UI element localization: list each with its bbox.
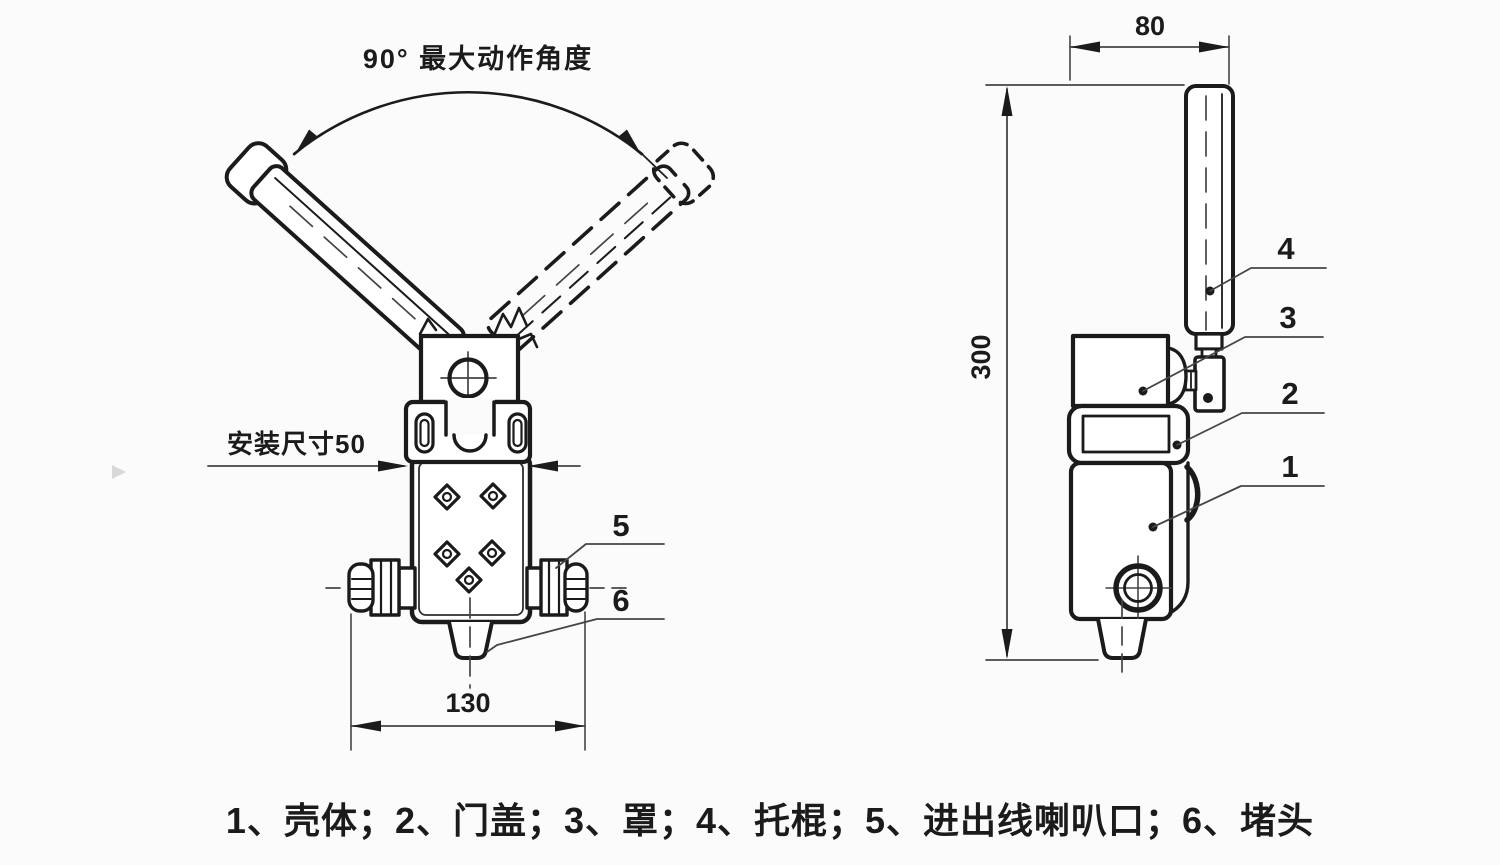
switch-head [418,333,521,405]
scan-artifact [112,465,126,479]
screw [433,540,461,568]
mounting-slot-right-inner [512,418,523,448]
screw [478,539,506,567]
dim-arrow-icon [1001,86,1013,116]
callout-2-door-cover: 2 [1172,376,1325,450]
support-rod [1184,84,1235,336]
switch-body-front [409,452,533,625]
depth-dim-value: 80 [1135,11,1165,41]
bracket-notch-semicircle [452,433,488,453]
gland-right-ribs [539,558,569,617]
install-dim-label: 安装尺寸50 [227,429,366,459]
shell-latch-bump [1184,464,1201,523]
dim-arrow-icon [1001,629,1013,659]
gland-left-dome [347,562,375,613]
screw [433,483,461,511]
height-dim-value: 300 [966,334,996,379]
callout-4-number: 4 [1277,231,1295,266]
dim-arrow-icon [555,720,585,732]
lever-left-edge-line [274,177,450,335]
callout-6-plug: 6 [486,583,665,653]
gland-circle-outer [1113,563,1163,613]
door-cover-inner [1081,414,1171,454]
bracket-notch-cutout [445,398,495,435]
gland-left-ribs [369,558,401,617]
dim-arrow-icon [378,460,408,472]
dim-arrow-icon [351,720,381,732]
width-dimension-130: 130 [350,611,586,751]
break-zigzag-right [493,306,529,335]
break-zigzag-right-tab [517,332,539,349]
mounting-slot-left-inner [419,418,430,448]
height-dimension-300: 300 [966,86,1013,659]
front-view: 安装尺寸50 130 5 6 90° 最大动作角度 [207,43,716,751]
break-zigzag-left [418,317,438,336]
lever-right-roller-cap-dashed [651,141,716,206]
callout-1-shell: 1 [1148,449,1325,532]
install-dimension: 安装尺寸50 [207,429,581,472]
callout-3-number: 3 [1279,300,1296,335]
lever-right-shaft-dashed [486,164,691,354]
rod-collar [1194,332,1224,351]
cover-box [1070,333,1171,409]
cover-shaft-bump [1166,346,1188,406]
gland-circle-inner [1123,573,1153,603]
screw [455,566,483,594]
callout-1-number: 1 [1281,449,1298,484]
pivot-bolt-dot [1203,393,1213,403]
dim-arrow-icon [528,460,558,472]
arc-to-lever-connector [641,153,668,179]
angle-note: 90° 最大动作角度 [363,43,593,74]
callout-4-rod: 4 [1205,231,1327,296]
lever-right-centerline [521,199,652,317]
roller-lever-right-phantom [486,141,716,354]
side-view: 300 80 [966,11,1327,677]
callout-2-number: 2 [1281,376,1298,411]
gland-left-neck [397,566,417,610]
lever-shaft-circle [447,357,489,399]
callout-3-cover: 3 [1138,300,1324,396]
depth-dimension-80: 80 [1069,11,1230,85]
callout-5-gland: 5 [555,508,665,569]
action-angle-arc [292,90,644,156]
parts-legend: 1、壳体；2、门盖；3、罩；4、托棍；5、进出线喇叭口；6、堵头 [226,800,1314,841]
gland-right-dome [563,562,589,613]
cover-screws [433,482,507,594]
lever-right-edge-line-dashed [513,195,672,339]
callout-6-number: 6 [612,583,629,618]
lever-left-centerline [286,202,416,320]
screw [479,482,507,510]
cable-gland-left [347,558,417,617]
width-dim-value: 130 [445,688,490,718]
dim-arrow-icon [1199,41,1229,53]
dim-arrow-icon [1070,41,1100,53]
callout-5-number: 5 [612,508,629,543]
pivot-block [1193,355,1226,413]
cable-gland-right [525,558,589,617]
